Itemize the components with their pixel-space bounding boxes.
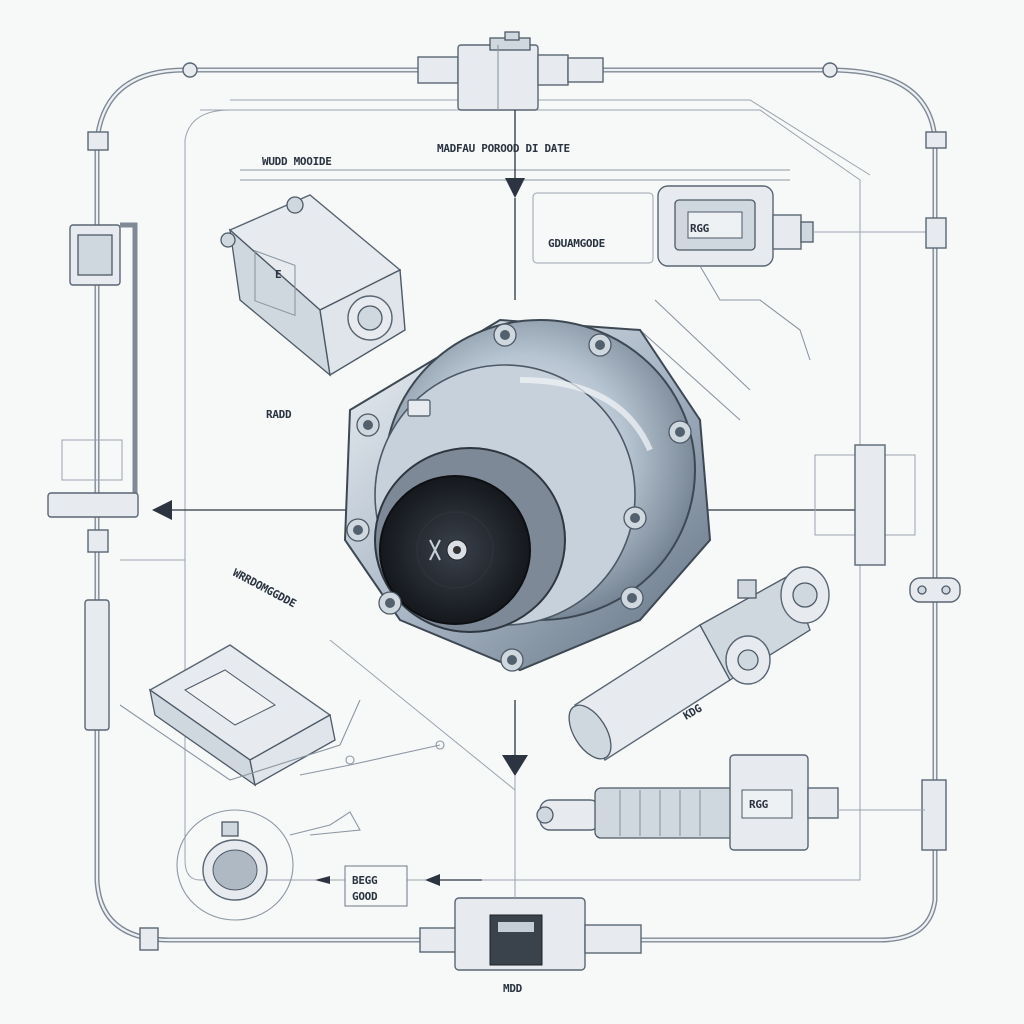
right-box [814, 444, 916, 566]
label-cube-pump: RGG [690, 222, 710, 235]
label-top-left: WUDD MOOIDE [262, 155, 332, 168]
top-right-sensor [532, 185, 947, 421]
label-sensor-right: RGG [749, 798, 769, 811]
label-right-panel: GDUAMGODE [548, 237, 605, 250]
label-diagonal: WRRDOMGGDDE [231, 566, 299, 610]
label-center-left: RADD [266, 408, 292, 421]
round-sensor [176, 809, 361, 921]
label-bottom-center: MDD [503, 982, 523, 995]
lower-left-controller [119, 644, 445, 787]
label-lower-box-1: BEGG [352, 874, 378, 887]
cylinder-actuator [568, 566, 830, 761]
left-arrow [152, 500, 172, 520]
down-arrow-bottom [502, 755, 528, 776]
svg-text:E: E [275, 268, 281, 281]
cube-pump: E [220, 194, 406, 377]
down-arrow-top [505, 178, 525, 198]
left-valve-assembly [47, 222, 139, 553]
top-valve [417, 31, 604, 190]
solenoid [536, 754, 925, 851]
label-lower-box-2: GOOD [352, 890, 378, 903]
label-top-center: MADFAU POROOD DI DATE [437, 142, 570, 155]
central-motor [343, 318, 712, 672]
bottom-pump [419, 897, 642, 971]
